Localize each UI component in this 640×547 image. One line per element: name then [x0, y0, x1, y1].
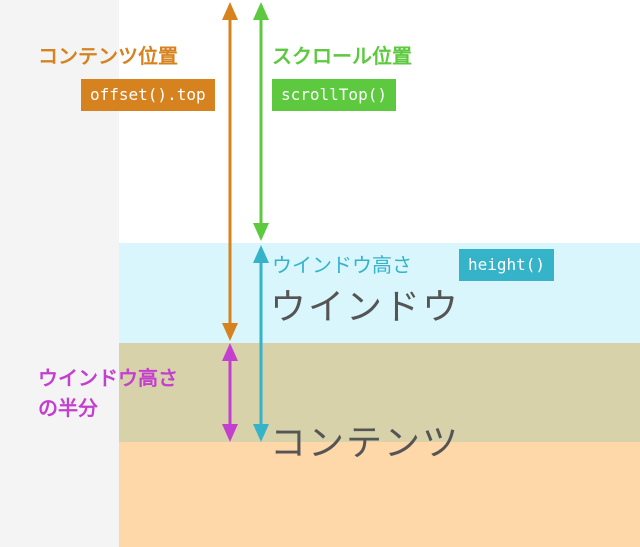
content-position-arrow [222, 2, 238, 341]
window-height-label: ウインドウ高さ [272, 253, 412, 277]
content-position-api-badge: offset().top [81, 79, 215, 111]
content-region [119, 442, 640, 547]
window-height-api-badge: height() [459, 249, 555, 281]
window-height-arrow [253, 245, 269, 442]
scroll-position-label: スクロール位置 [272, 44, 412, 68]
half-window-height-label-line1: ウインドウ高さ [38, 366, 178, 390]
content-position-label: コンテンツ位置 [38, 44, 178, 68]
half-window-height-arrow [222, 343, 238, 442]
content-title: コンテンツ [270, 423, 461, 464]
half-window-height-label-line2: の半分 [38, 396, 98, 420]
window-title: ウインドウ [270, 287, 461, 328]
scroll-position-api-badge: scrollTop() [272, 79, 396, 111]
scroll-position-arrow [253, 2, 269, 241]
window-content-overlap-region [119, 343, 640, 442]
